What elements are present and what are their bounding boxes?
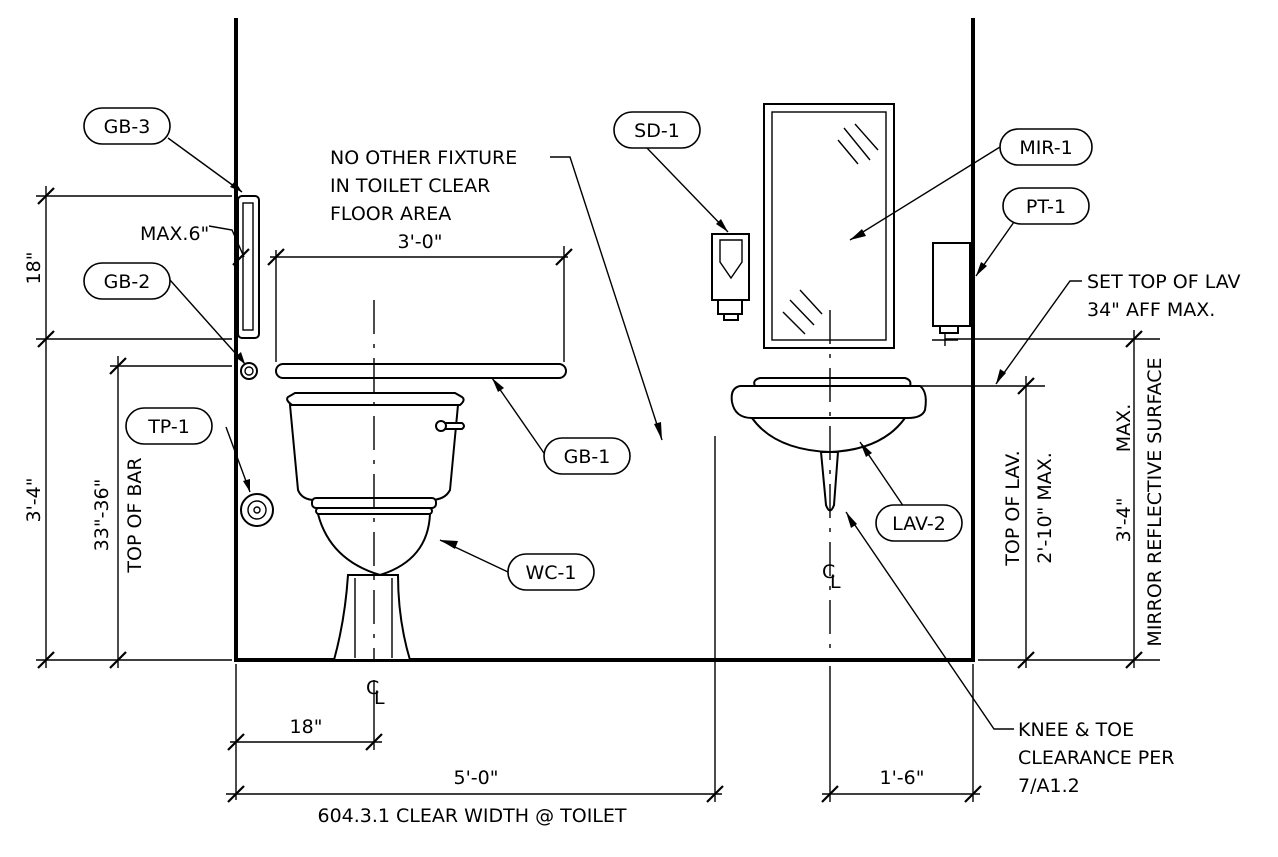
dim-top-of-lav: TOP OF LAV. (1002, 450, 1024, 566)
tag-sd1-label: SD-1 (634, 120, 680, 142)
note-knee-toe: KNEE & TOE CLEARANCE PER 7/A1.2 (1018, 719, 1174, 797)
tag-gb1-label: GB-1 (564, 446, 611, 468)
tag-gb3: GB-3 (83, 107, 171, 145)
tag-lav2-label: LAV-2 (892, 513, 946, 535)
tag-pt1: PT-1 (1002, 187, 1090, 225)
dim-33-36: 33"-36" (91, 479, 113, 552)
mirror (763, 103, 895, 349)
tag-wc1-label: WC-1 (526, 562, 577, 584)
tag-mir1: MIR-1 (999, 128, 1093, 166)
dim-3-4-right: 3'-4" (1113, 498, 1135, 543)
tag-wc1: WC-1 (507, 553, 595, 591)
tag-lav2: LAV-2 (875, 504, 963, 542)
dim-mirror-reflective: MIRROR REFLECTIVE SURFACE (1144, 357, 1166, 646)
dim-max-6: MAX.6" (140, 223, 209, 245)
centerline-toilet-c: C (366, 677, 379, 699)
note-no-fixture-line1: NO OTHER FIXTURE (330, 147, 517, 169)
centerline-symbol-toilet: C L (366, 677, 385, 709)
tag-tp1-label: TP-1 (147, 416, 190, 438)
tag-gb3-label: GB-3 (104, 116, 151, 138)
note-no-fixture-line3: FLOOR AREA (330, 203, 451, 225)
tag-pt1-label: PT-1 (1026, 196, 1066, 218)
paper-towel-dispenser (932, 242, 971, 346)
leader-lines (167, 137, 1082, 730)
note-set-top-lav: SET TOP OF LAV 34" AFF MAX. (1087, 271, 1241, 321)
tag-sd1: SD-1 (613, 111, 701, 149)
dim-bar-3-0: 3'-0" (398, 231, 443, 253)
dimension-lines (36, 186, 1160, 803)
tag-tp1: TP-1 (125, 407, 213, 445)
grab-bar-side-end (240, 362, 258, 380)
note-no-other-fixture: NO OTHER FIXTURE IN TOILET CLEAR FLOOR A… (330, 147, 517, 225)
grab-bar-horizontal (275, 363, 567, 379)
dim-max: MAX. (1113, 404, 1135, 452)
dim-2-10-max: 2'-10" MAX. (1034, 452, 1056, 564)
dim-5-0: 5'-0" (454, 767, 499, 789)
tag-mir1-label: MIR-1 (1019, 137, 1072, 159)
note-no-fixture-line2: IN TOILET CLEAR (330, 175, 490, 197)
dim-1-6: 1'-6" (880, 767, 925, 789)
note-knee-toe-line1: KNEE & TOE (1018, 719, 1134, 741)
centerline-toilet-l: L (374, 687, 385, 709)
dim-3-4-left: 3'-4" (23, 478, 45, 523)
centerline-lav-c: C (822, 561, 835, 583)
dim-18-bottom: 18" (290, 716, 323, 738)
soap-dispenser (711, 233, 750, 321)
note-set-top-lav-line1: SET TOP OF LAV (1087, 271, 1241, 293)
centerline-lav-l: L (830, 571, 841, 593)
note-knee-toe-line2: CLEARANCE PER (1018, 747, 1174, 769)
lavatory (730, 377, 927, 512)
dim-top-of-bar: TOP OF BAR (124, 457, 146, 573)
note-set-top-lav-line2: 34" AFF MAX. (1087, 299, 1215, 321)
water-closet (286, 392, 465, 661)
note-knee-toe-line3: 7/A1.2 (1018, 775, 1080, 797)
note-clear-width: 604.3.1 CLEAR WIDTH @ TOILET (317, 805, 626, 827)
grab-bar-vertical (237, 195, 260, 339)
tag-gb2-label: GB-2 (104, 271, 151, 293)
tag-gb2: GB-2 (83, 262, 171, 300)
centerline-symbol-lav: C L (822, 561, 841, 593)
tag-gb1: GB-1 (543, 437, 631, 475)
toilet-paper-dispenser (240, 493, 274, 527)
dim-18-vertical: 18" (23, 252, 45, 285)
